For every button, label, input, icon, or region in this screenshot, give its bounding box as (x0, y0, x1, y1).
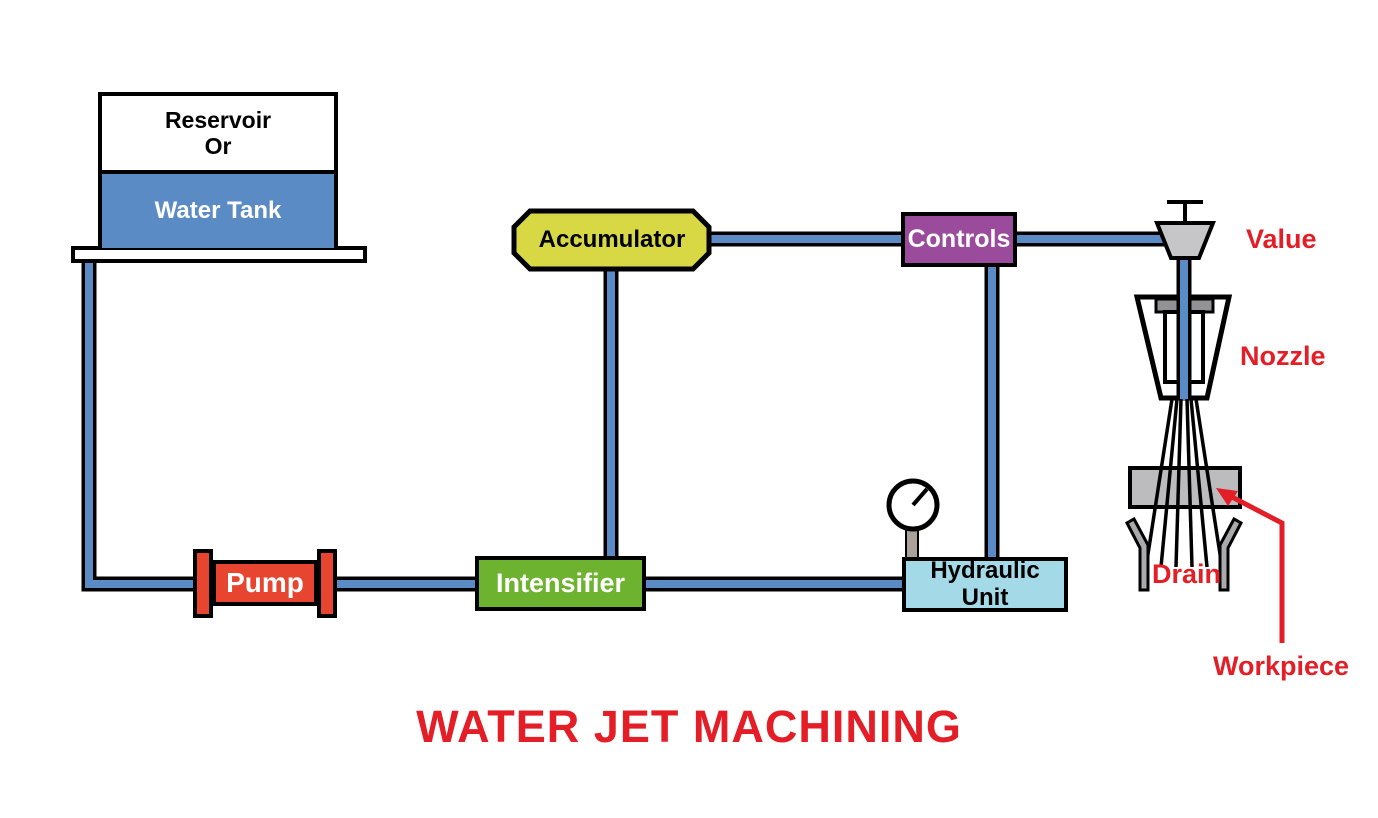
drain-right-wall (1218, 516, 1243, 592)
workpiece-annotation: Workpiece (1213, 651, 1350, 681)
hydraulic-unit: Hydraulic Unit (902, 557, 1068, 612)
water-tank-label: Water Tank (154, 197, 282, 224)
intensifier-label: Intensifier (495, 568, 626, 598)
diagram-title: WATER JET MACHINING (416, 701, 962, 752)
pipe-outline (81, 231, 1180, 592)
drain-annotation: Drain (1152, 559, 1222, 589)
reservoir-label-line1: Reservoir (164, 106, 272, 133)
pump-flange-left (193, 549, 213, 618)
valve-annotation: Value (1246, 224, 1317, 254)
water-tank-section: Water Tank (102, 170, 334, 248)
pump: Pump (212, 560, 318, 606)
controls: Controls (901, 212, 1017, 267)
valve-shape (1154, 200, 1216, 260)
pipe-fill (85, 235, 1180, 588)
jet-lines (1144, 398, 1224, 568)
accumulator: Accumulator (514, 211, 710, 269)
drain-left-wall (1125, 516, 1150, 592)
gauge-needle (911, 487, 929, 507)
valve-body (1154, 221, 1216, 260)
tank-shelf (71, 246, 367, 263)
pressure-gauge (886, 478, 940, 560)
pump-label: Pump (226, 567, 304, 598)
gauge-stem (905, 526, 919, 560)
accumulator-label: Accumulator (538, 226, 686, 253)
workpiece-arrow (1216, 488, 1285, 643)
pump-flange-right (317, 549, 337, 618)
nozzle-annotation: Nozzle (1240, 341, 1326, 371)
hydraulic-unit-label-line2: Unit (961, 583, 1009, 611)
reservoir-section: Reservoir Or (102, 96, 334, 170)
pipes (81, 231, 1180, 592)
intensifier: Intensifier (475, 556, 646, 611)
workpiece-arrow-head (1216, 488, 1238, 506)
water-tank: Reservoir Or Water Tank (98, 92, 338, 248)
hydraulic-unit-label-line1: Hydraulic (930, 556, 1040, 584)
workpiece-arrow-line (1230, 494, 1285, 643)
reservoir-label-line2: Or (204, 133, 232, 159)
controls-label: Controls (907, 225, 1011, 253)
accumulator-shape (511, 208, 712, 272)
workpiece-shape (1128, 466, 1242, 509)
